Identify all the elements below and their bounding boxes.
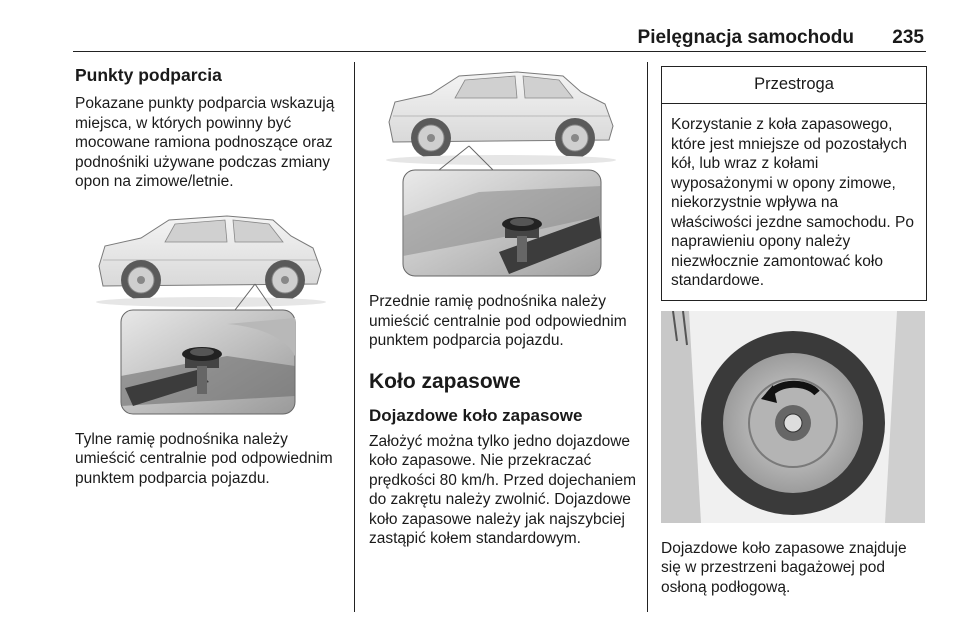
intro-paragraph: Pokazane punkty podparcia wskazują miejs… bbox=[75, 95, 335, 190]
subsection-heading: Dojazdowe koło zapasowe bbox=[369, 405, 583, 425]
caution-box: Przestroga Korzystanie z koła zapasowego… bbox=[661, 66, 927, 301]
column-left: Punkty podparcia Pokazane punkty podparc… bbox=[75, 62, 347, 488]
spare-wheel-location-caption: Dojazdowe koło zapasowe znajduje się w p… bbox=[661, 539, 907, 596]
page-title: Pielęgnacja samochodu bbox=[637, 27, 854, 48]
rear-jack-point-illustration bbox=[77, 205, 339, 416]
front-jack-caption: Przednie ramię podnośnika należy umieści… bbox=[369, 293, 627, 349]
caution-text: Korzystanie z koła zapasowego, które jes… bbox=[671, 116, 914, 289]
rear-jack-caption: Tylne ramię podnośnika należy umieścić c… bbox=[75, 430, 333, 487]
section-heading: Koło zapasowe bbox=[369, 369, 521, 393]
caution-title: Przestroga bbox=[662, 67, 926, 104]
column-right: Przestroga Korzystanie z koła zapasowego… bbox=[661, 62, 927, 597]
column-divider bbox=[354, 62, 356, 612]
column-divider bbox=[647, 62, 649, 612]
column-middle: Przednie ramię podnośnika należy umieści… bbox=[369, 62, 637, 549]
spare-wheel-trunk-illustration bbox=[661, 310, 925, 523]
section-heading: Punkty podparcia bbox=[75, 65, 222, 85]
front-jack-point-illustration bbox=[369, 66, 631, 278]
page-header: Pielęgnacja samochodu 235 bbox=[73, 26, 926, 52]
page-number: 235 bbox=[892, 27, 924, 48]
spare-wheel-paragraph: Założyć można tylko jedno dojazdowe koło… bbox=[369, 432, 637, 548]
